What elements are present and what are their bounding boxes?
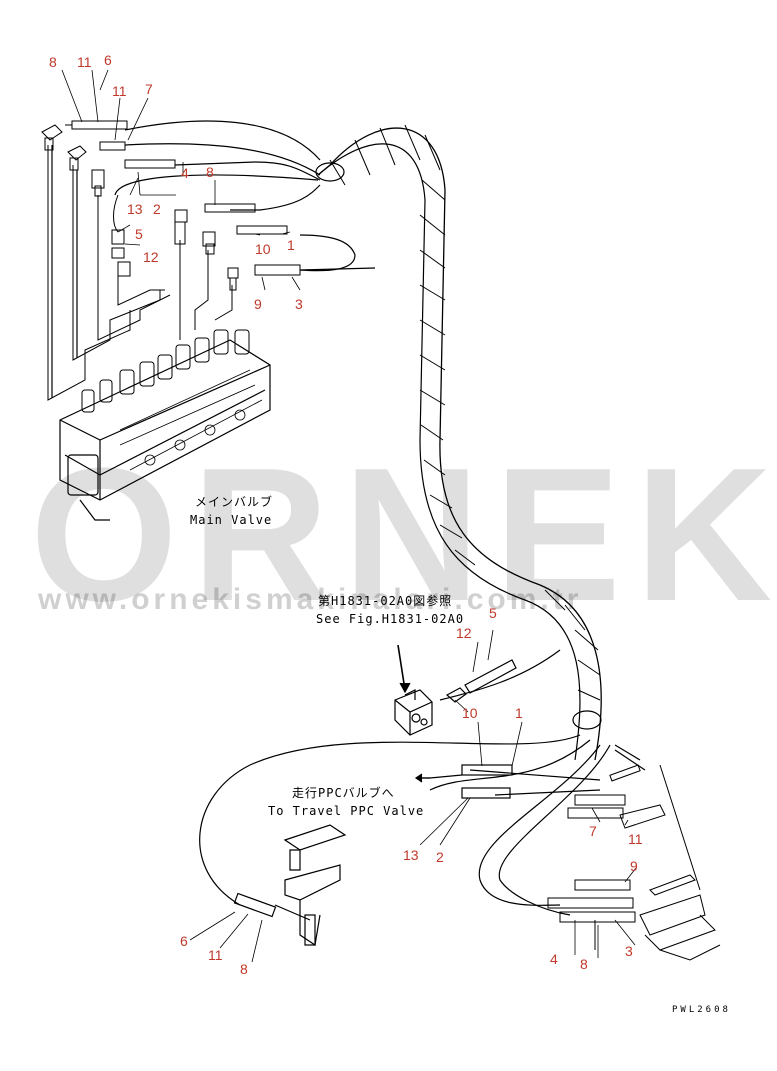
hose-bundle-outer [317,143,581,761]
travel-ppc-label-en: To Travel PPC Valve [268,804,425,818]
callout-10: 10 [462,705,478,721]
fittings-top [41,120,301,291]
figure-code: PWL2608 [672,1005,731,1015]
callout-12: 12 [456,625,472,641]
callout-2: 2 [436,849,444,865]
see-fig-label-jp: 第H1831-02A0図参照 [318,594,453,608]
callout-11: 11 [112,83,127,99]
callout-6: 6 [180,933,188,949]
watermark-brand: ORNEK [30,429,777,641]
callout-11: 11 [77,54,92,70]
watermark-url: www.ornekismakinalari.com.tr [38,583,583,616]
main-valve-label-jp: メインバルブ [195,495,274,509]
hose-bundle [329,127,602,761]
pilot-block [394,659,517,736]
callout-3: 3 [295,296,303,312]
callout-6: 6 [104,52,112,68]
callout-2: 2 [153,201,161,217]
callout-1: 1 [287,237,295,253]
leader-lines [61,69,637,963]
spiral-wrap [329,124,601,701]
see-fig-label-en: See Fig.H1831-02A0 [316,612,465,626]
callout-9: 9 [254,296,262,312]
callout-5: 5 [135,226,143,242]
callout-3: 3 [625,943,633,959]
callout-9: 9 [630,858,638,874]
callout-11: 11 [628,831,643,847]
callout-7: 7 [589,823,597,839]
callout-8: 8 [240,961,248,977]
travel-ppc-label-jp: 走行PPCバルブへ [292,786,395,800]
callout-4: 4 [181,165,189,181]
callout-8: 8 [49,54,57,70]
callout-13: 13 [403,847,419,863]
callout-1: 1 [515,705,523,721]
callout-11: 11 [208,947,223,963]
main-valve-block [59,329,271,521]
clamps-lower-right [547,764,721,961]
callout-12: 12 [143,249,159,265]
callout-5: 5 [489,605,497,621]
callout-13: 13 [127,201,143,217]
callout-10: 10 [255,241,271,257]
callout-4: 4 [550,951,558,967]
callout-8: 8 [580,956,588,972]
main-valve-label-en: Main Valve [190,513,273,527]
callout-7: 7 [145,81,153,97]
callout-8: 8 [206,164,214,180]
travel-ppc-valve [274,824,347,947]
